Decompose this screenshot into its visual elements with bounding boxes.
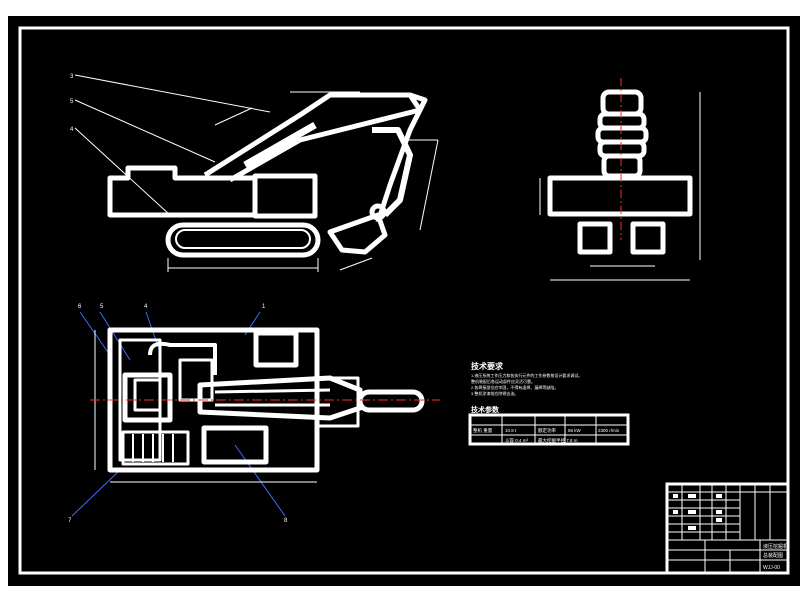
front-view <box>539 78 701 281</box>
side-view: 3 5 4 <box>70 74 439 272</box>
tech-requirement-line: 整机装配后各运动部件应灵活可靠。 <box>471 378 535 384</box>
params-cell: 斗容 0.4 m³ <box>505 437 529 444</box>
params-cell: 56 kW <box>568 428 582 433</box>
plan-cab <box>253 330 299 368</box>
plan-view-leaders <box>71 311 286 517</box>
leader-label: 1 <box>262 304 266 310</box>
params-cell: 2300 r/min <box>598 428 620 433</box>
params-cell: 额定功率 <box>538 427 556 434</box>
engine-core <box>133 378 162 412</box>
hydraulic-pipe <box>148 341 217 375</box>
leader-label: 5 <box>70 99 74 105</box>
params-table-frame <box>468 413 630 446</box>
leader-label: 6 <box>78 304 82 310</box>
right-track <box>630 221 666 255</box>
radiator-fins <box>132 434 174 462</box>
leader-label: 3 <box>70 74 74 80</box>
title-block-drawing-no: WJJ-00 <box>763 565 780 571</box>
front-body <box>547 175 693 217</box>
engine-block <box>122 372 173 423</box>
counter-box <box>201 425 269 465</box>
leader-label: 4 <box>144 304 148 310</box>
leader-label: 4 <box>70 127 74 133</box>
tech-requirements: 技术要求 1.液压系统工作压力和各执行元件的工作参数按设计要求调试。 整机装配后… <box>471 361 582 396</box>
params-cell: 最大挖掘半径 7.8 m <box>538 437 578 444</box>
params-table-grid <box>470 415 628 444</box>
title-block-drawing-name: 液压挖掘机 <box>763 543 788 550</box>
bucket-pin <box>369 203 387 221</box>
params-cell: 整机 重量 <box>473 427 493 434</box>
plan-boom-cylinders <box>214 388 331 407</box>
pump <box>178 358 214 402</box>
side-view-leaders <box>74 74 271 216</box>
title-block-grid <box>667 484 788 573</box>
leader-label: 8 <box>284 518 288 524</box>
title-block-sheet: 总装配图 <box>763 552 783 559</box>
params-table: 技术参数 整机 重量 10.8 t 额定功率 56 kW 2300 r/min … <box>468 405 630 446</box>
title-block-frame <box>665 482 790 575</box>
plan-view: 6 5 4 1 7 8 <box>68 304 440 524</box>
radiator-grid <box>121 430 190 466</box>
track <box>165 222 321 258</box>
stick <box>375 92 428 223</box>
title-block-filled-cells <box>673 494 722 530</box>
params-table-title: 技术参数 <box>471 405 500 414</box>
tech-requirement-line: 3.整机涂漆前应除锈去油。 <box>471 390 518 396</box>
tech-requirements-title: 技术要求 <box>471 361 504 371</box>
drawing-frame <box>18 26 790 575</box>
tech-requirement-line: 2.各焊接部位应牢固，不得有虚焊、漏焊等缺陷。 <box>471 384 558 390</box>
left-track <box>577 221 613 255</box>
cab <box>252 173 318 219</box>
bucket <box>327 212 388 255</box>
leader-label: 5 <box>100 304 104 310</box>
leader-label: 7 <box>68 518 72 524</box>
track-rollers <box>175 229 311 249</box>
boom-cylinder <box>243 121 317 169</box>
upper-body <box>107 165 258 218</box>
front-view-dimensions <box>539 92 701 281</box>
tech-requirement-line: 1.液压系统工作压力和各执行元件的工作参数按设计要求调试。 <box>471 372 582 378</box>
params-cell: 10.8 t <box>505 428 517 433</box>
plan-arm <box>357 389 425 413</box>
title-block: 液压挖掘机 总装配图 WJJ-00 <box>665 482 790 575</box>
stick-cylinder <box>372 127 413 218</box>
side-view-dimensions <box>167 91 439 272</box>
